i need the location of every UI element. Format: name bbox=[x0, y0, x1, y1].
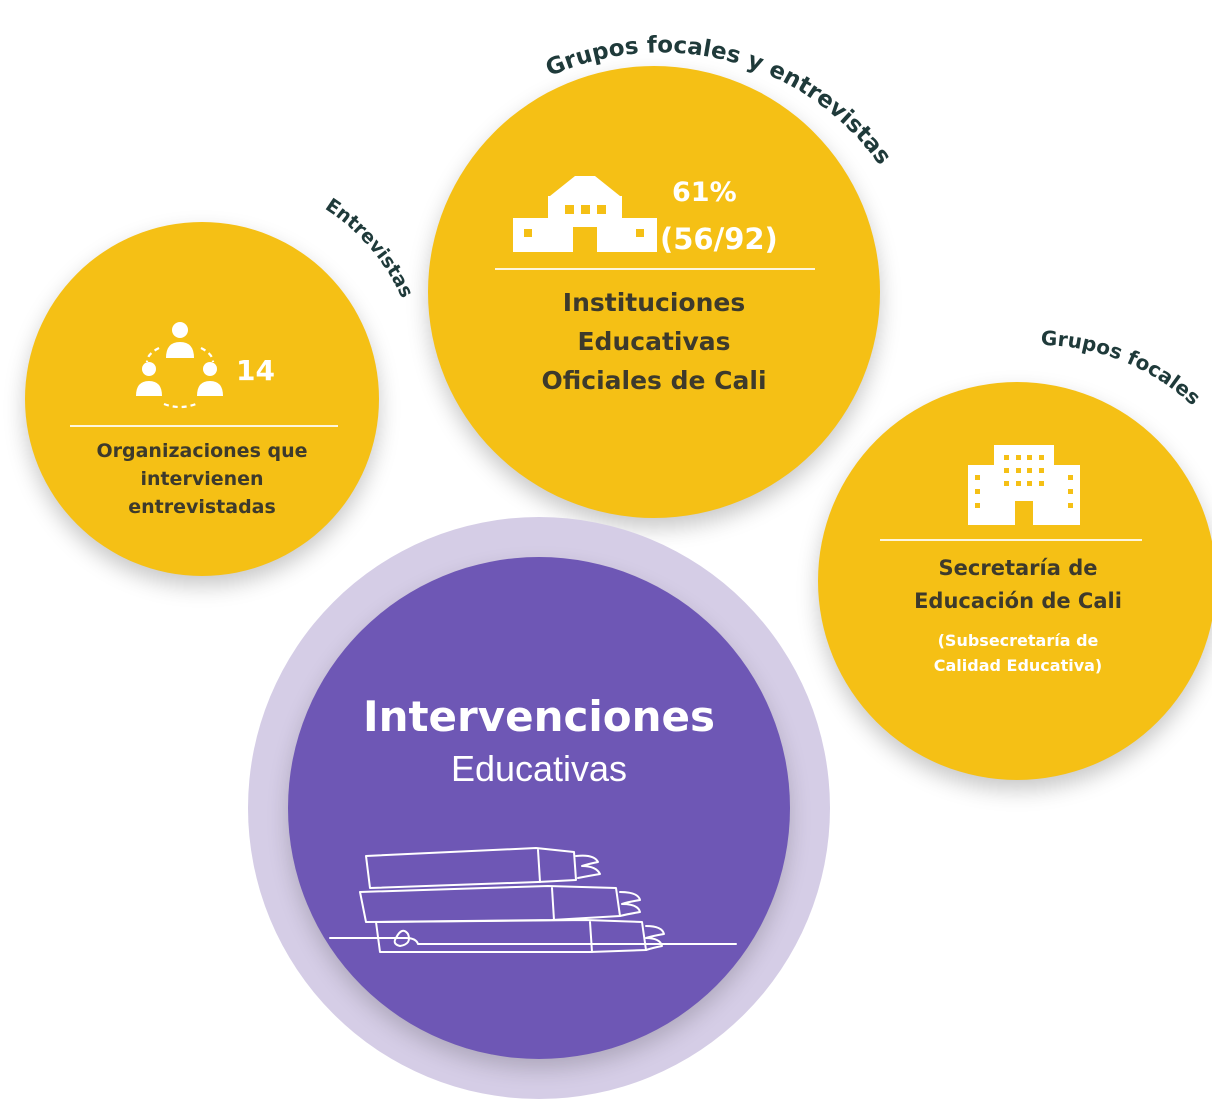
institutions-divider bbox=[495, 268, 815, 270]
center-subtitle: Educativas bbox=[450, 748, 628, 789]
school-building-icon bbox=[513, 176, 657, 252]
organizations-divider bbox=[70, 425, 338, 427]
organizations-label: Organizaciones que intervienen entrevist… bbox=[96, 440, 308, 518]
institutions-ratio: (56/92) bbox=[660, 222, 778, 256]
institutions-label: Instituciones Educativas Oficiales de Ca… bbox=[541, 288, 767, 395]
institutions-percent: 61% bbox=[672, 177, 737, 208]
institutions-circle bbox=[428, 66, 880, 518]
center-circle bbox=[288, 557, 790, 1059]
secretaria-sublabel: (Subsecretaría de Calidad Educativa) bbox=[933, 631, 1103, 675]
secretaria-label: Secretaría de Educación de Cali bbox=[914, 556, 1122, 613]
books-stack-line-icon bbox=[329, 847, 737, 953]
organizations-count: 14 bbox=[236, 354, 275, 387]
center-title: Intervenciones bbox=[362, 692, 716, 741]
secretaria-divider bbox=[880, 539, 1142, 541]
organizations-circle bbox=[25, 222, 379, 576]
people-network-icon bbox=[136, 322, 223, 409]
office-building-icon bbox=[968, 445, 1080, 525]
